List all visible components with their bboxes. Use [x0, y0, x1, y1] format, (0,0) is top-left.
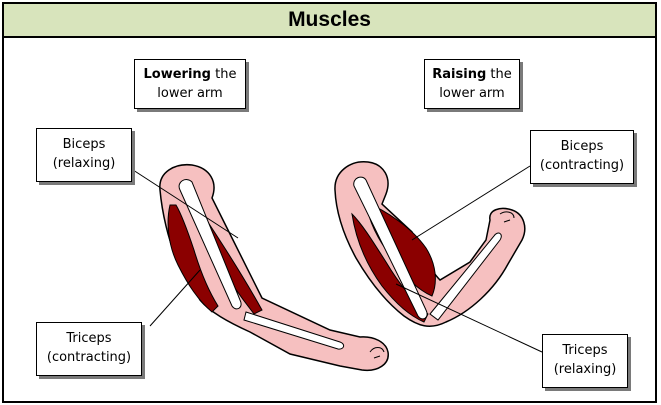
- raising-bold: Raising: [432, 67, 486, 82]
- lowering-caption: Lowering the lower arm: [134, 59, 246, 109]
- raising-caption: Raising the lower arm: [424, 59, 520, 109]
- biceps-contracting-line1: Biceps: [531, 137, 633, 156]
- right-arm: [335, 162, 525, 326]
- triceps-contracting-line1: Triceps: [37, 329, 141, 348]
- triceps-relaxing-label: Triceps (relaxing): [542, 334, 628, 388]
- triceps-contracting-label: Triceps (contracting): [36, 322, 142, 376]
- biceps-contracting-label: Biceps (contracting): [530, 130, 634, 184]
- raising-caption-line2: lower arm: [425, 84, 519, 103]
- raising-caption-line1: Raising the: [425, 65, 519, 84]
- triceps-contracting-line2: (contracting): [37, 348, 141, 367]
- biceps-relaxing-line1: Biceps: [37, 135, 131, 154]
- triceps-relaxing-line2: (relaxing): [543, 360, 627, 379]
- biceps-relaxing-label: Biceps (relaxing): [36, 128, 132, 182]
- lowering-caption-line1: Lowering the: [135, 65, 245, 84]
- lowering-rest: the: [211, 67, 236, 82]
- lowering-bold: Lowering: [144, 67, 211, 82]
- raising-rest: the: [486, 67, 511, 82]
- triceps-relaxing-line1: Triceps: [543, 341, 627, 360]
- leader-triceps-left: [150, 270, 200, 326]
- biceps-relaxing-line2: (relaxing): [37, 154, 131, 173]
- lowering-caption-line2: lower arm: [135, 84, 245, 103]
- biceps-contracting-line2: (contracting): [531, 156, 633, 175]
